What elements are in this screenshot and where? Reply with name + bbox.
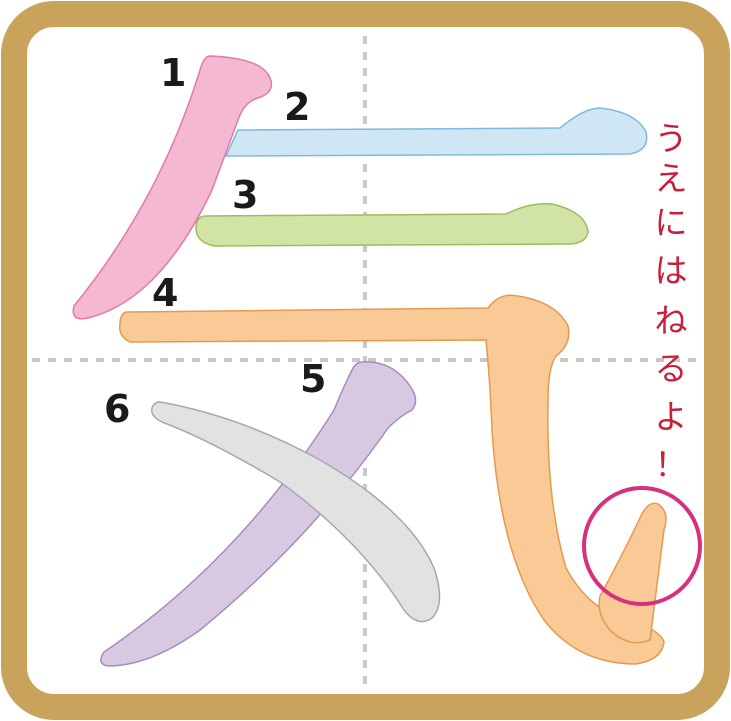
- stroke-number-2: 2: [284, 85, 310, 129]
- stroke-number-5: 5: [300, 357, 326, 401]
- annotation-char-6: る: [655, 349, 688, 388]
- annotation-char-8: ！: [655, 445, 688, 484]
- stroke-number-6: 6: [104, 387, 130, 431]
- stroke-number-1: 1: [160, 51, 186, 95]
- annotation-char-3: に: [655, 203, 688, 242]
- annotation-char-2: え: [655, 159, 688, 198]
- stroke-number-3: 3: [232, 173, 258, 217]
- annotation-char-1: う: [655, 119, 688, 158]
- annotation-char-5: ね: [655, 301, 688, 340]
- stroke-number-4: 4: [152, 271, 178, 315]
- annotation-char-7: よ: [655, 397, 688, 436]
- annotation-char-4: は: [655, 251, 688, 290]
